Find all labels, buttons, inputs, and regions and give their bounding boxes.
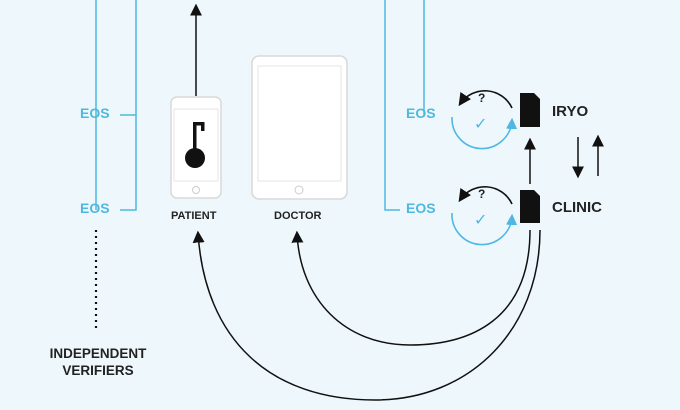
doctor-label: DOCTOR — [274, 210, 322, 222]
verifiers-line-2: VERIFIERS — [62, 363, 134, 378]
eos-right-top-label: EOS — [406, 105, 436, 121]
question-mark-top: ? — [478, 91, 486, 105]
eos-right-bottom-label: EOS — [406, 200, 436, 216]
iryo-label: IRYO — [552, 103, 589, 120]
verify-loop-bottom — [451, 186, 518, 246]
eos-left-bottom-label: EOS — [80, 200, 110, 216]
patient-label: PATIENT — [171, 210, 217, 222]
clinic-label: CLINIC — [552, 199, 602, 216]
verify-loop-top — [451, 90, 518, 150]
iryo-document-icon — [520, 93, 540, 127]
doctor-tablet — [251, 55, 348, 200]
clinic-to-patient-curve — [192, 229, 541, 401]
key-icon — [185, 122, 205, 168]
independent-verifiers-label: INDEPENDENT VERIFIERS — [38, 345, 158, 379]
check-icon-bottom: ✓ — [474, 212, 488, 229]
clinic-document-icon — [520, 190, 540, 223]
clinic-to-doctor-curve — [291, 229, 531, 346]
eos-left-top-label: EOS — [80, 105, 110, 121]
verifiers-line-1: INDEPENDENT — [49, 346, 147, 361]
right-chain-line-outer — [384, 0, 400, 211]
question-mark-bottom: ? — [478, 187, 486, 201]
check-icon-top: ✓ — [474, 116, 488, 133]
left-chain-line-inner — [120, 0, 137, 211]
